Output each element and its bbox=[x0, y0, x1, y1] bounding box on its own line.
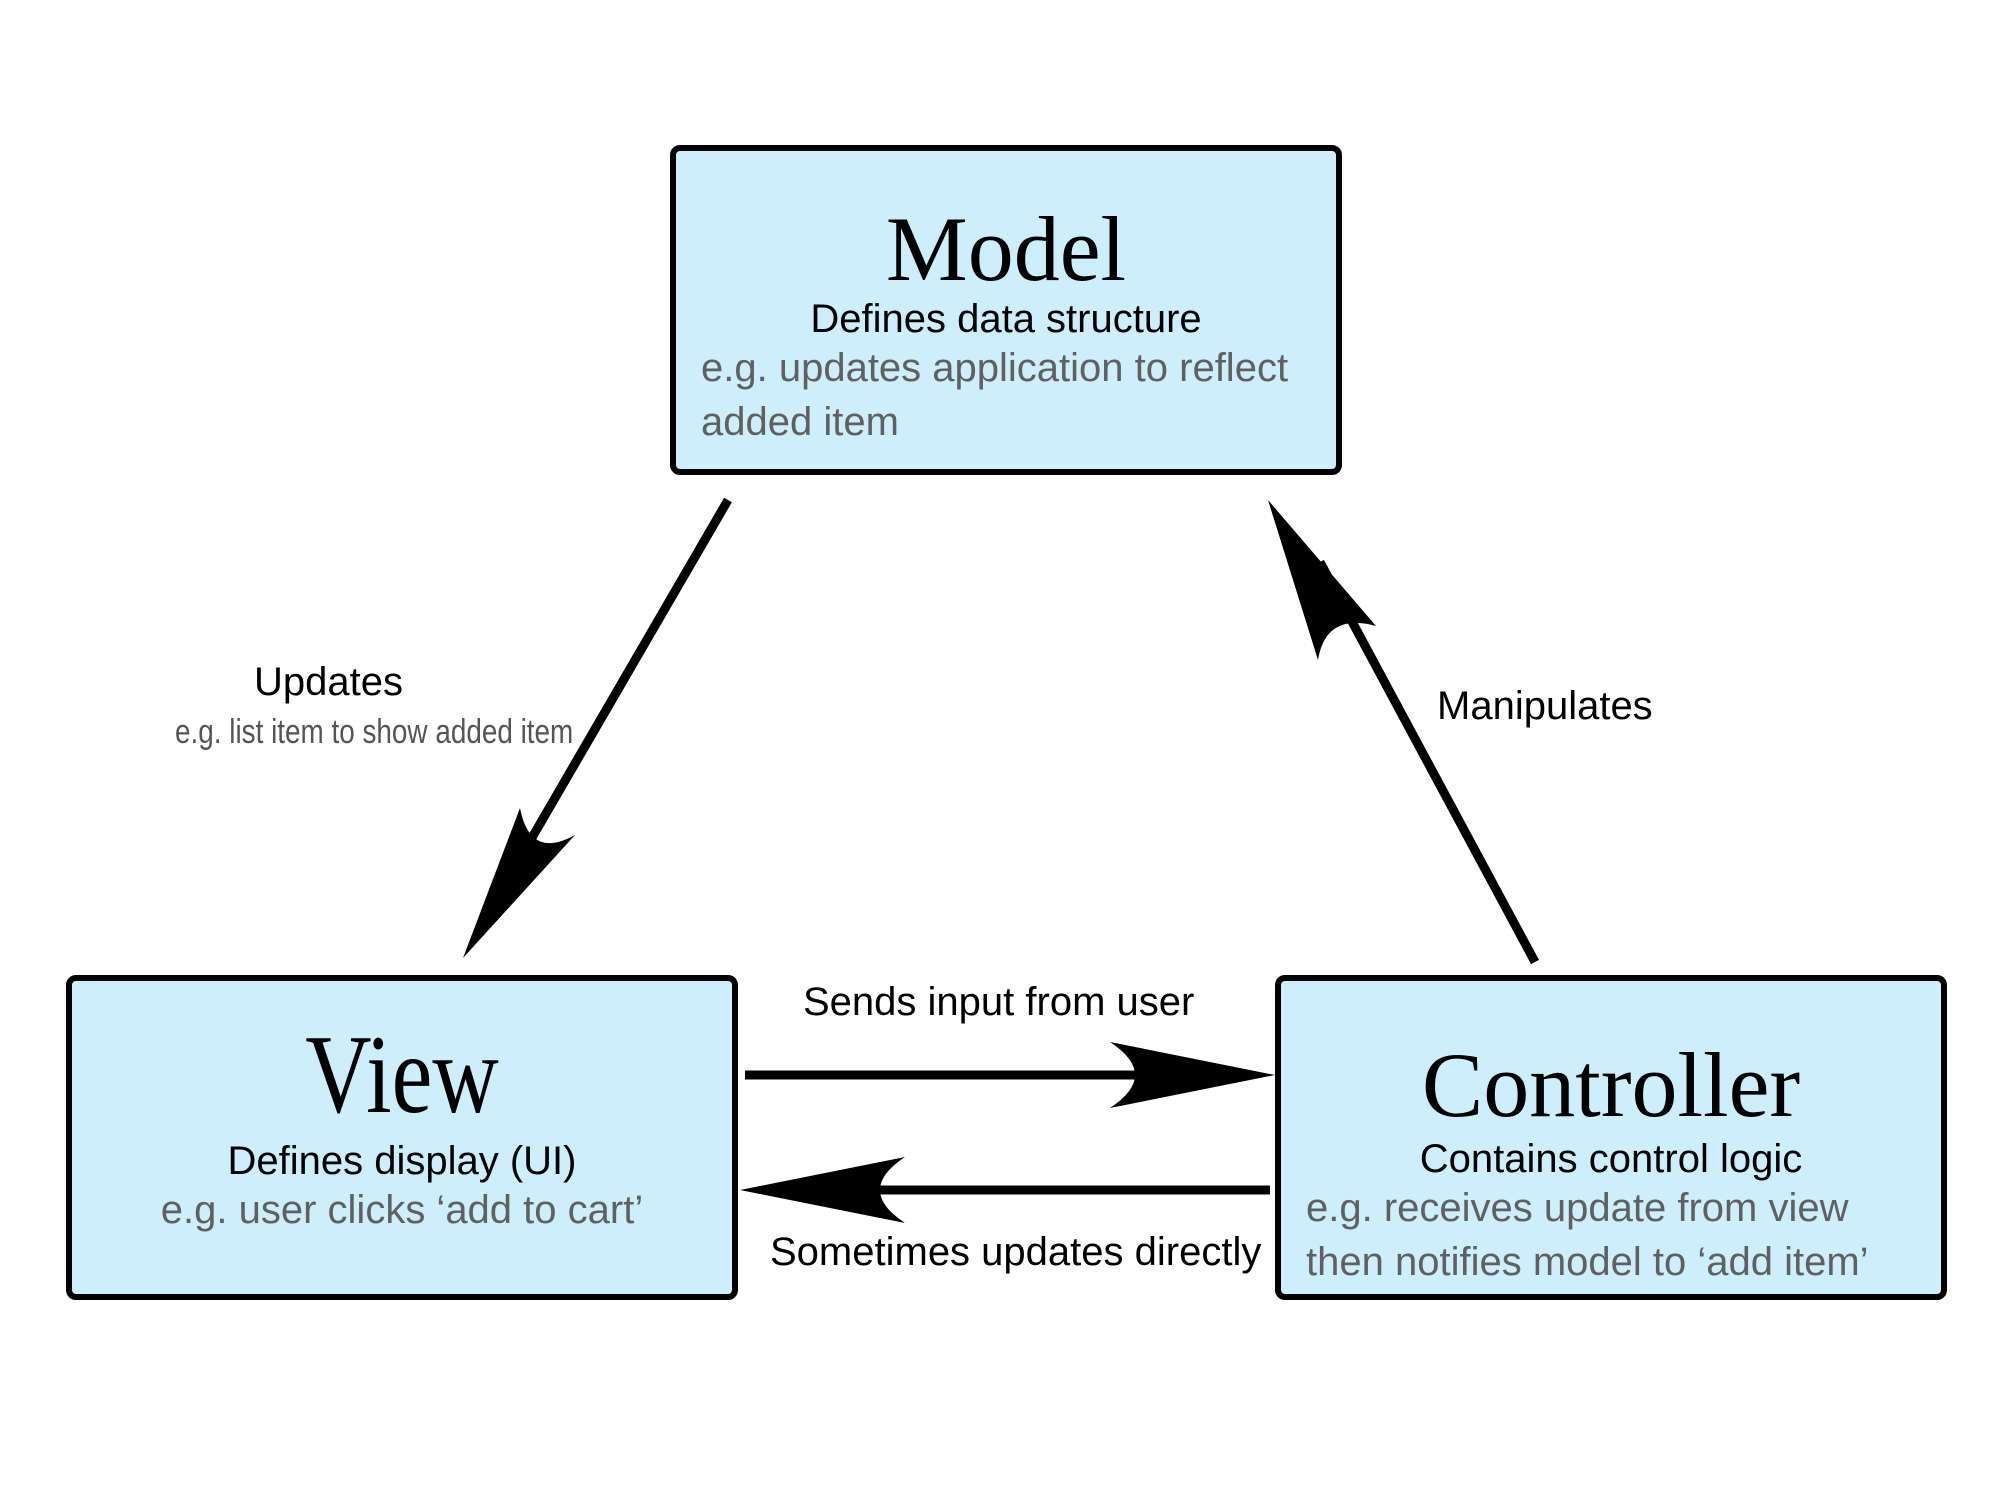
updates-label: Updates bbox=[254, 660, 403, 704]
manipulates-label: Manipulates bbox=[1437, 684, 1653, 728]
controller-subtitle: Contains control logic bbox=[1419, 1137, 1803, 1181]
view-title: View bbox=[305, 1013, 499, 1137]
controller-box: Controller Contains control logic e.g. r… bbox=[1275, 975, 1947, 1300]
model-title: Model bbox=[885, 198, 1127, 300]
model-subtitle: Defines data structure bbox=[810, 297, 1202, 341]
model-box: Model Defines data structure e.g. update… bbox=[670, 145, 1342, 475]
sends-input-label: Sends input from user bbox=[803, 980, 1195, 1024]
view-box: View Defines display (UI) e.g. user clic… bbox=[66, 975, 738, 1300]
arrow-model-to-view-head bbox=[463, 808, 575, 958]
arrow-view-to-controller-head bbox=[1110, 1042, 1275, 1108]
arrow-controller-to-view-head bbox=[740, 1157, 905, 1223]
model-example-line1: e.g. updates application to reflect bbox=[701, 346, 1289, 390]
controller-example-line2: then notifies model to ‘add item’ bbox=[1306, 1240, 1869, 1284]
model-example-line2: added item bbox=[701, 400, 899, 444]
view-example: e.g. user clicks ‘add to cart’ bbox=[160, 1188, 644, 1232]
controller-example-line1: e.g. receives update from view bbox=[1306, 1186, 1849, 1230]
arrow-controller-to-model-head bbox=[1268, 500, 1376, 660]
arrow-controller-to-model-shaft bbox=[1316, 559, 1539, 965]
updates-example-label: e.g. list item to show added item bbox=[175, 713, 574, 751]
controller-title: Controller bbox=[1421, 1034, 1801, 1136]
sometimes-updates-label: Sometimes updates directly bbox=[770, 1230, 1262, 1274]
view-subtitle: Defines display (UI) bbox=[227, 1139, 577, 1183]
